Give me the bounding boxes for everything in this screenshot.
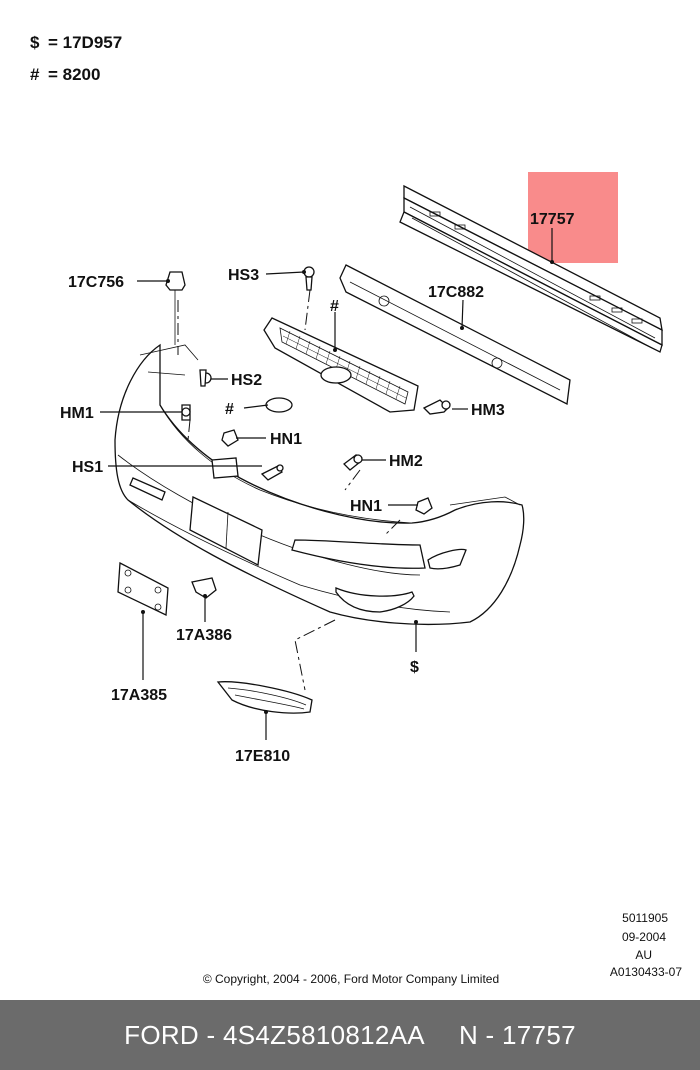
part-label-17C756[interactable]: 17C756 — [68, 274, 124, 291]
bracket-lower-drawing — [211, 457, 239, 479]
fastener-hm1-drawing — [181, 404, 191, 421]
fastener-hs3-drawing — [303, 266, 315, 291]
fastener-hm2-drawing — [343, 454, 363, 471]
footer-reference: N - 17757 — [458, 1019, 576, 1050]
part-label-grille-hash: # — [330, 298, 339, 315]
part-label-HM1[interactable]: HM1 — [60, 405, 94, 422]
fastener-hm3-drawing — [422, 399, 451, 415]
part-label-17757[interactable]: 17757 — [530, 211, 575, 228]
fastener-hs1-drawing — [260, 464, 284, 481]
part-label-17A386[interactable]: 17A386 — [176, 627, 232, 644]
parts-diagram: $ = 17D957 # = 8200 — [30, 33, 682, 986]
footer-part-number: FORD - 4S4Z5810812AA — [124, 1019, 425, 1050]
copyright-text: © Copyright, 2004 - 2006, Ford Motor Com… — [203, 972, 499, 986]
part-label-17C882[interactable]: 17C882 — [428, 284, 484, 301]
diagram-date: 09-2004 — [622, 930, 666, 944]
bracket-17C756-drawing — [165, 271, 186, 345]
diagram-number: 5011905 — [622, 911, 668, 925]
part-label-HN1-lower[interactable]: HN1 — [350, 498, 382, 515]
part-label-17A385[interactable]: 17A385 — [111, 687, 167, 704]
part-label-HS1[interactable]: HS1 — [72, 459, 103, 476]
energy-absorber-drawing — [339, 264, 571, 405]
license-bracket-drawing — [117, 561, 169, 616]
bumper-cover-drawing — [114, 343, 525, 626]
part-label-HM2[interactable]: HM2 — [389, 453, 423, 470]
fastener-hn1-lower-drawing — [415, 497, 433, 515]
part-label-emblem-hash: # — [225, 401, 234, 418]
legend-value-dollar: = 17D957 — [48, 33, 122, 52]
clip-17A386-drawing — [191, 577, 217, 599]
grille-drawing — [263, 317, 419, 413]
part-label-HS2[interactable]: HS2 — [231, 372, 262, 389]
part-label-17E810[interactable]: 17E810 — [235, 748, 290, 765]
part-label-HS3[interactable]: HS3 — [228, 267, 259, 284]
legend-symbol-hash: # — [30, 65, 40, 84]
legend-value-hash: = 8200 — [48, 65, 100, 84]
selected-part-highlight — [528, 172, 618, 263]
part-label-HM3[interactable]: HM3 — [471, 402, 505, 419]
part-label-bumper-dollar: $ — [410, 659, 419, 676]
emblem-drawing — [265, 397, 293, 413]
part-label-HN1-upper[interactable]: HN1 — [270, 431, 302, 448]
fastener-hs2-drawing — [199, 369, 212, 387]
legend-symbol-dollar: $ — [30, 33, 40, 52]
part-number-footer: FORD - 4S4Z5810812AA N - 17757 — [0, 1000, 700, 1070]
reinforcement-beam-drawing — [399, 184, 663, 353]
diagram-reference: A0130433-07 — [610, 965, 682, 979]
diagram-region: AU — [635, 948, 652, 962]
fog-lamp-bezel-drawing — [216, 681, 313, 714]
fastener-hn1-upper-drawing — [221, 429, 239, 447]
